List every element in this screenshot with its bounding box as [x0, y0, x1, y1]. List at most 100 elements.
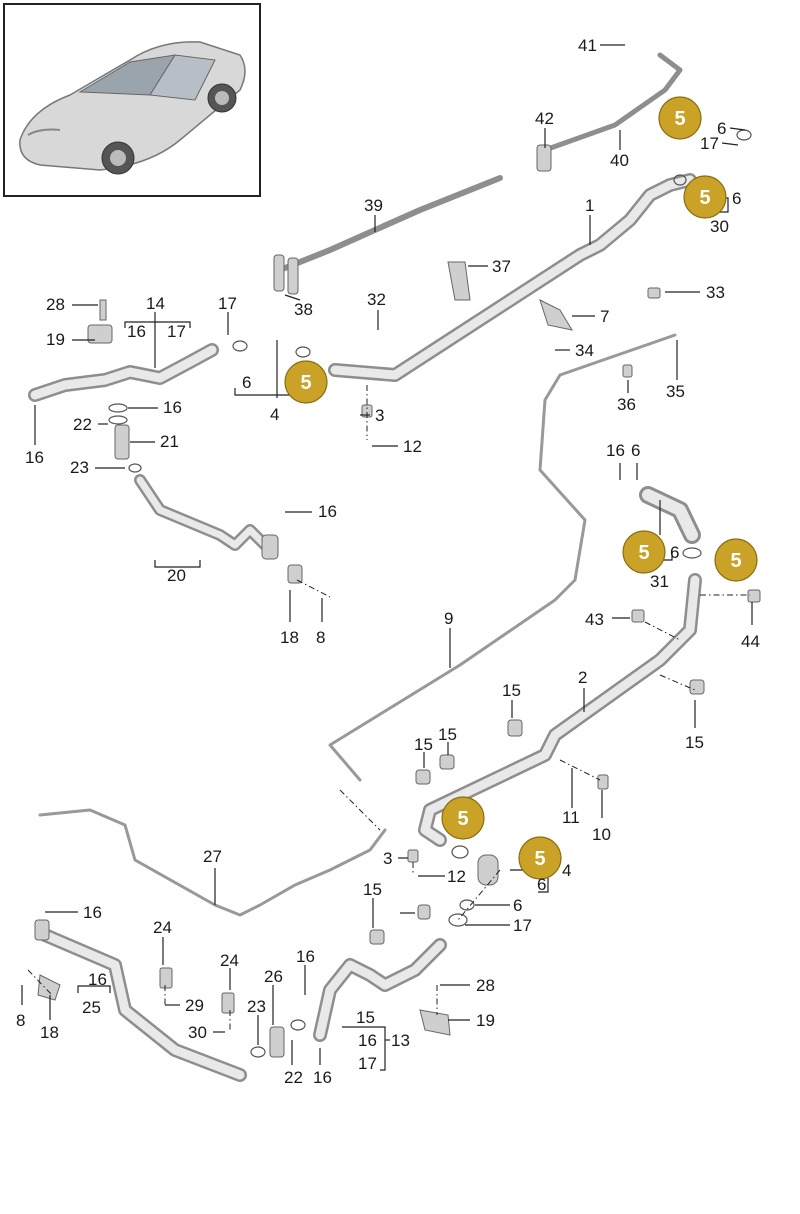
part-label: 16 — [88, 970, 107, 989]
part-label: 12 — [447, 867, 466, 886]
badge-text: 5 — [300, 372, 311, 394]
part-label: 17 — [167, 322, 186, 341]
part-label: 28 — [476, 976, 495, 995]
part-label: 16 — [358, 1031, 377, 1050]
part-label: 10 — [592, 825, 611, 844]
part-label: 16 — [606, 441, 625, 460]
part-label: 33 — [706, 283, 725, 302]
badge-text: 5 — [730, 550, 741, 572]
part-label: 37 — [492, 257, 511, 276]
badge-text: 5 — [674, 108, 685, 130]
part-label: 12 — [403, 437, 422, 456]
part-label: 16 — [25, 448, 44, 467]
badge-circle — [622, 530, 666, 574]
part-label: 6 — [717, 119, 726, 138]
part-label: 16 — [127, 322, 146, 341]
part-label: 38 — [294, 300, 313, 319]
part-label: 44 — [741, 632, 760, 651]
part-label: 29 — [185, 996, 204, 1015]
part-label: 42 — [535, 109, 554, 128]
sports-car-icon — [19, 41, 246, 175]
part-label: 15 — [685, 733, 704, 752]
badge-circle — [441, 796, 485, 840]
part-label: 7 — [600, 307, 609, 326]
part-label: 15 — [363, 880, 382, 899]
part-label: 32 — [367, 290, 386, 309]
part-label: 15 — [414, 735, 433, 754]
part-label: 3 — [383, 849, 392, 868]
badge-5: 5 — [683, 175, 727, 219]
part-label: 25 — [82, 998, 101, 1017]
badge-text: 5 — [699, 187, 710, 209]
part-label: 20 — [167, 566, 186, 585]
part-label: 15 — [356, 1008, 375, 1027]
part-label: 30 — [710, 217, 729, 236]
part-label: 24 — [220, 951, 239, 970]
badges: 5 5 5 5 5 5 5 — [284, 96, 758, 880]
badge-text: 5 — [638, 542, 649, 564]
small-parts — [34, 129, 761, 1058]
part-label: 2 — [578, 668, 587, 687]
badge-text: 5 — [457, 808, 468, 830]
part-label: 16 — [313, 1068, 332, 1087]
badge-circle — [683, 175, 727, 219]
part-label: 17 — [218, 294, 237, 313]
badge-5: 5 — [284, 360, 328, 404]
part-label: 6 — [732, 189, 741, 208]
part-label: 18 — [40, 1023, 59, 1042]
part-label: 11 — [562, 808, 580, 827]
badge-5: 5 — [518, 836, 562, 880]
part-label: 14 — [146, 294, 165, 313]
part-label: 18 — [280, 628, 299, 647]
part-label: 27 — [203, 847, 222, 866]
part-label: 16 — [296, 947, 315, 966]
badge-circle — [518, 836, 562, 880]
part-label: 35 — [666, 382, 685, 401]
part-label: 6 — [242, 373, 251, 392]
part-label: 13 — [391, 1031, 410, 1050]
part-label: 22 — [73, 415, 92, 434]
part-label: 16 — [83, 903, 102, 922]
part-label: 8 — [316, 628, 325, 647]
part-label: 6 — [537, 875, 546, 894]
part-label: 30 — [188, 1023, 207, 1042]
assembly-lines — [27, 385, 750, 1030]
coolant-pipes — [28, 52, 702, 1082]
part-label: 1 — [585, 196, 594, 215]
part-label: 6 — [631, 441, 640, 460]
vehicle-thumbnail — [3, 3, 261, 197]
part-label: 19 — [476, 1011, 495, 1030]
part-label: 16 — [163, 398, 182, 417]
part-label: 4 — [562, 861, 571, 880]
badge-text: 5 — [534, 848, 545, 870]
part-label: 8 — [16, 1011, 25, 1030]
part-label: 23 — [70, 458, 89, 477]
badge-5: 5 — [622, 530, 666, 574]
part-label: 34 — [575, 341, 594, 360]
part-label: 9 — [444, 609, 453, 628]
part-label: 36 — [617, 395, 636, 414]
badge-5: 5 — [658, 96, 702, 140]
part-label: 15 — [438, 725, 457, 744]
part-label: 19 — [46, 330, 65, 349]
badge-circle — [714, 538, 758, 582]
part-label: 21 — [160, 432, 179, 451]
badge-circle — [284, 360, 328, 404]
part-label: 31 — [650, 572, 669, 591]
part-label: 40 — [610, 151, 629, 170]
part-labels: 41 42 40 6 17 6 30 1 39 37 33 38 28 14 1… — [16, 36, 760, 1087]
part-label: 6 — [670, 543, 679, 562]
part-label: 4 — [270, 405, 279, 424]
part-label: 41 — [578, 36, 597, 55]
part-label: 23 — [247, 997, 266, 1016]
part-label: 28 — [46, 295, 65, 314]
part-label: 22 — [284, 1068, 303, 1087]
part-label: 39 — [364, 196, 383, 215]
part-label: 16 — [318, 502, 337, 521]
part-label: 43 — [585, 610, 604, 629]
leader-lines — [21, 44, 753, 1071]
badge-5: 5 — [714, 538, 758, 582]
part-label: 17 — [513, 916, 532, 935]
part-label: 17 — [700, 134, 719, 153]
